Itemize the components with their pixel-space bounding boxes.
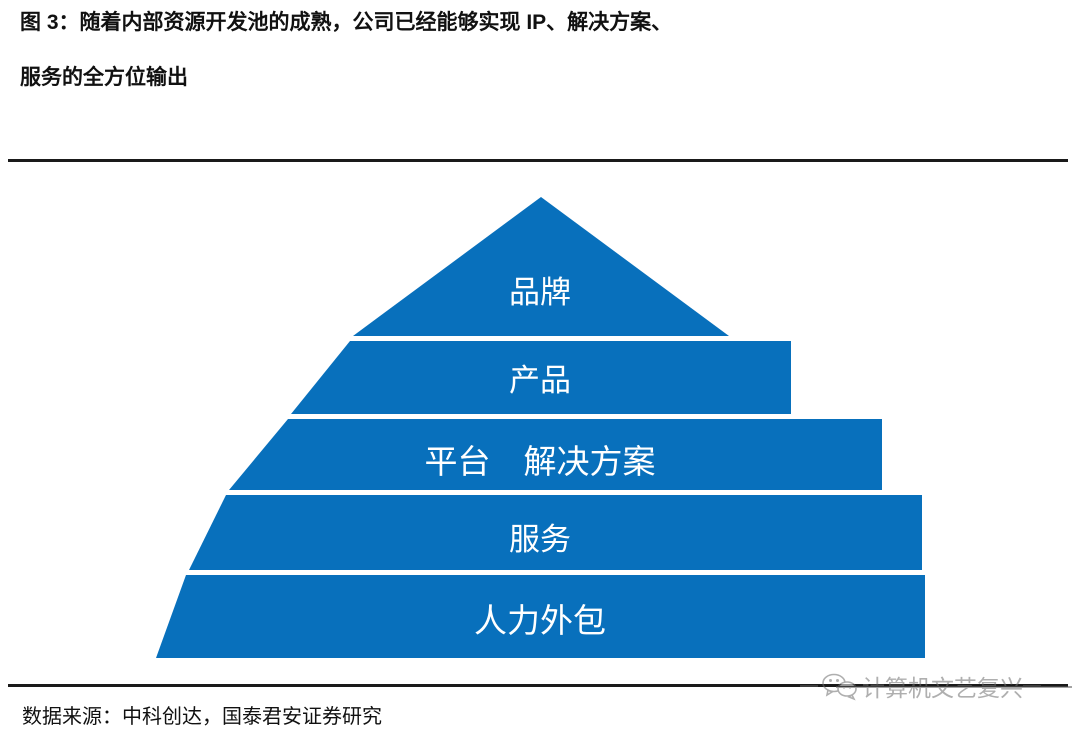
pyramid-tier-4-shape[interactable]	[189, 495, 922, 570]
pyramid-tier-3-shape[interactable]	[229, 419, 882, 490]
header-divider-rule	[8, 159, 1068, 162]
source-note: 数据来源：中科创达，国泰君安证券研究	[22, 706, 382, 728]
figure-title-line-2: 服务的全方位输出	[20, 66, 188, 89]
pyramid-tier-1-shape[interactable]	[353, 197, 729, 336]
figure-title: 图 3：随着内部资源开发池的成熟，公司已经能够实现 IP、解决方案、 服务的全方…	[20, 12, 1065, 88]
figure-title-line-1: 图 3：随着内部资源开发池的成熟，公司已经能够实现 IP、解决方案、	[20, 11, 673, 34]
footer-divider-rule	[8, 684, 1068, 687]
pyramid-chart: 品牌 产品 平台 解决方案 服务 人力外包	[0, 163, 1080, 683]
pyramid-tier-2-shape[interactable]	[291, 341, 791, 414]
pyramid-tier-5-shape[interactable]	[156, 575, 925, 658]
pyramid-diagram	[156, 197, 925, 658]
